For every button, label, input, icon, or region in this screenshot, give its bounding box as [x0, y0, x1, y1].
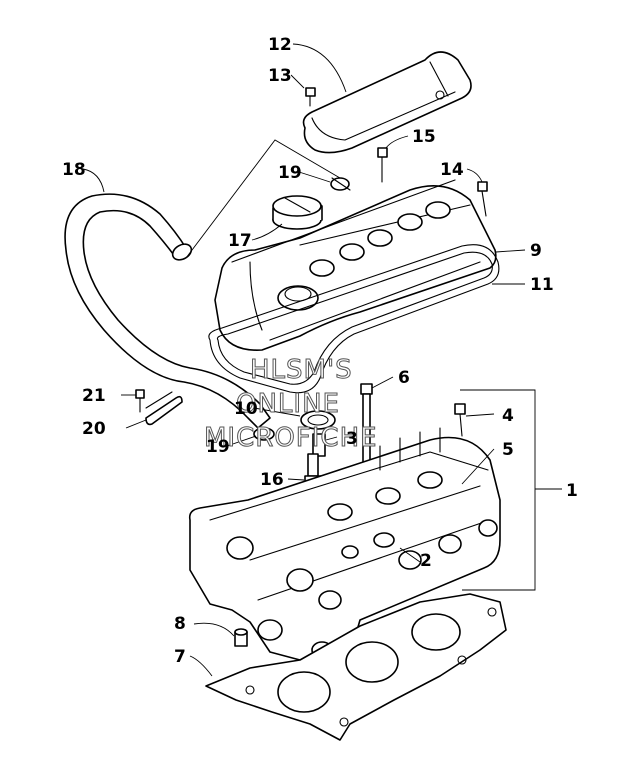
callout-7: 7: [174, 647, 186, 667]
callout-19-upper: 19: [278, 163, 302, 183]
callout-20: 20: [82, 419, 106, 439]
callout-18: 18: [62, 160, 86, 180]
callout-5: 5: [502, 440, 514, 460]
part-17-oil-filler-cap: [272, 195, 323, 230]
part-11-valve-cover-gasket: [208, 244, 500, 394]
part-14-bolt: [477, 181, 488, 217]
callout-17: 17: [228, 231, 252, 251]
callout-12: 12: [268, 35, 292, 55]
leader-lines: [82, 43, 562, 677]
part-19-hose-clamp-lower: [253, 427, 275, 441]
callout-9: 9: [530, 241, 542, 261]
callout-14: 14: [440, 160, 464, 180]
callout-6: 6: [398, 368, 410, 388]
part-15-bolt: [377, 147, 388, 183]
part-13-bolt: [305, 87, 316, 107]
callout-3: 3: [346, 429, 358, 449]
callout-15: 15: [412, 127, 436, 147]
part-3-plug: [312, 433, 326, 457]
callout-13: 13: [268, 66, 292, 86]
part-9-valve-cover: [214, 179, 497, 351]
callout-10: 10: [234, 399, 258, 419]
watermark-line-3: MICROFICHE: [204, 423, 378, 453]
part-7-head-gasket: [205, 593, 507, 741]
part-4-bolt: [454, 403, 466, 437]
part-12-top-cover: [302, 51, 472, 154]
callout-11: 11: [530, 275, 554, 295]
callout-4: 4: [502, 406, 514, 426]
callout-16: 16: [260, 470, 284, 490]
callout-8: 8: [174, 614, 186, 634]
watermark-line-2: ONLINE: [236, 389, 340, 419]
callout-labels: 1 2 3 4 5 6 7 8 9 10 11 12 13 14 15 16 1…: [62, 35, 578, 667]
callout-19-lower: 19: [206, 437, 230, 457]
part-8-dowel: [234, 628, 248, 647]
part-10-seal-ring: [300, 410, 336, 430]
part-19-hose-clamp-upper: [330, 177, 351, 191]
watermark: HLSM'S ONLINE MICROFICHE: [204, 355, 378, 454]
callout-1: 1: [566, 481, 578, 501]
part-21-bolt: [135, 389, 145, 413]
part-2-cylinder-head: [188, 427, 501, 677]
callout-21: 21: [82, 386, 106, 406]
part-18-breather-hose: [64, 193, 271, 429]
watermark-line-1: HLSM'S: [250, 355, 353, 385]
callout-2: 2: [420, 551, 432, 571]
part-20-bracket: [145, 391, 183, 426]
